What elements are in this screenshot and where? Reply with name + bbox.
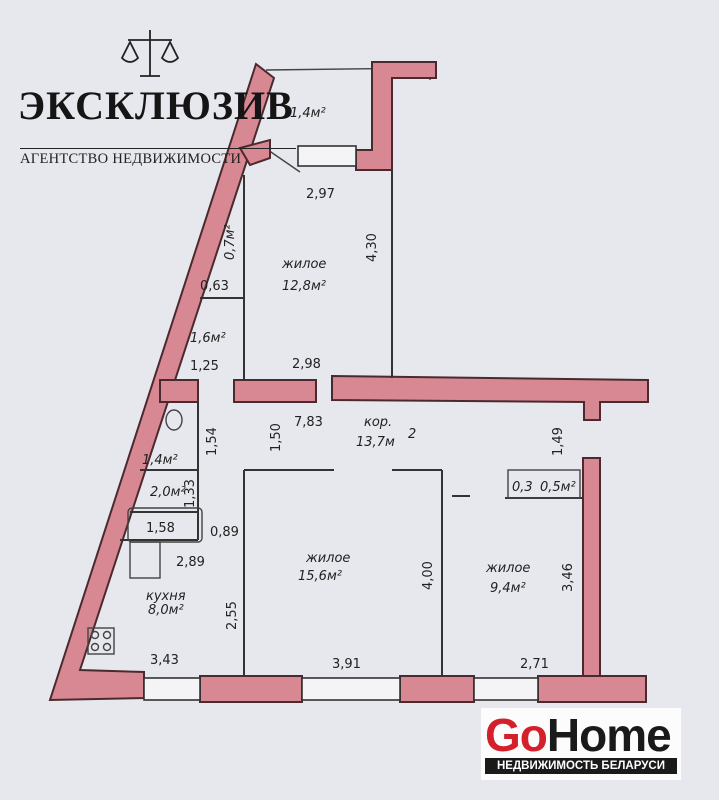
bottom-wall-1 (199, 675, 303, 703)
balcony-area: 1,4м² (290, 106, 326, 121)
upper-right-column (355, 61, 437, 171)
scales-icon (120, 30, 180, 77)
dim-346: 3,46 (561, 563, 576, 592)
toilet-icon (165, 409, 183, 431)
agency-name: ЭКСКЛЮЗИВ (18, 83, 294, 128)
stove-burner-icon (90, 630, 100, 640)
brand-home: Home (546, 709, 672, 761)
window-room3 (473, 677, 539, 701)
stove-burner-icon (102, 642, 112, 652)
dim-391: 3,91 (332, 657, 361, 672)
dim-430: 4,30 (365, 233, 380, 262)
pantry-box (507, 469, 581, 499)
dim-271: 2,71 (520, 657, 549, 672)
agency-subtitle: АГЕНТСТВО НЕДВИЖИМОСТИ (20, 148, 296, 168)
dim-297: 2,97 (306, 187, 335, 202)
dim-289: 2,89 (176, 555, 205, 570)
dim-298: 2,98 (292, 357, 321, 372)
corridor-area: 13,7м (356, 435, 395, 450)
room1-name: жилое (281, 257, 326, 272)
dim-133: 1,33 (183, 479, 198, 508)
room3-area: 9,4м² (490, 581, 526, 596)
gohome-brand: GoHome (485, 708, 672, 762)
stove-burner-icon (102, 630, 112, 640)
dim-150: 1,50 (269, 423, 284, 452)
stove-burner-icon (90, 642, 100, 652)
upper-left-stub (238, 138, 271, 167)
closet2-area: 1,6м² (190, 331, 226, 346)
dim-255: 2,55 (225, 601, 240, 630)
sink-icon (129, 541, 161, 579)
balcony-door (297, 145, 357, 167)
corridor-name: кор. (364, 415, 392, 430)
dim-154: 1,54 (205, 427, 220, 456)
brand-tagline: НЕДВИЖИМОСТЬ БЕЛАРУСИ (485, 758, 677, 774)
closet1-area: 0,7м² (223, 224, 238, 260)
kitchen-area: 8,0м² (148, 603, 184, 618)
agency-logo: ЭКСКЛЮЗИВ АГЕНТСТВО НЕДВИЖИМОСТИ (18, 24, 296, 167)
gohome-logo: GoHome НЕДВИЖИМОСТЬ БЕЛАРУСИ (481, 708, 681, 780)
window-kitchen (143, 677, 201, 701)
dim-089: 0,89 (210, 525, 239, 540)
room3-name: жилое (485, 561, 530, 576)
brand-go: Go (485, 709, 548, 761)
dim-783: 7,83 (294, 415, 323, 430)
corridor-sup: 2 (408, 427, 416, 442)
stove-icon (87, 627, 115, 655)
middle-wall-right (331, 374, 649, 421)
wc-area: 2,0м² (150, 485, 186, 500)
middle-wall-left (159, 379, 199, 403)
middle-wall-center (233, 379, 317, 403)
bottom-wall-3 (537, 675, 647, 703)
window-room2 (301, 677, 401, 701)
right-wall (582, 457, 601, 677)
room1-area: 12,8м² (282, 279, 326, 294)
dim-343: 3,43 (150, 653, 179, 668)
dim-063: 0,63 (200, 279, 229, 294)
bathtub-icon (127, 507, 203, 543)
dim-125: 1,25 (190, 359, 219, 374)
room2-area: 15,6м² (298, 569, 342, 584)
balcony-side (267, 149, 301, 173)
room2-name: жилое (305, 551, 350, 566)
bottom-wall-2 (399, 675, 475, 703)
pantry-a: 0,3 (512, 480, 533, 495)
dim-158: 1,58 (146, 521, 175, 536)
bath-area: 1,4м² (142, 453, 178, 468)
dim-400: 4,00 (421, 561, 436, 590)
pantry-b: 0,5м² (540, 480, 576, 495)
dim-149: 1,49 (551, 427, 566, 456)
kitchen-name: кухня (146, 589, 186, 604)
